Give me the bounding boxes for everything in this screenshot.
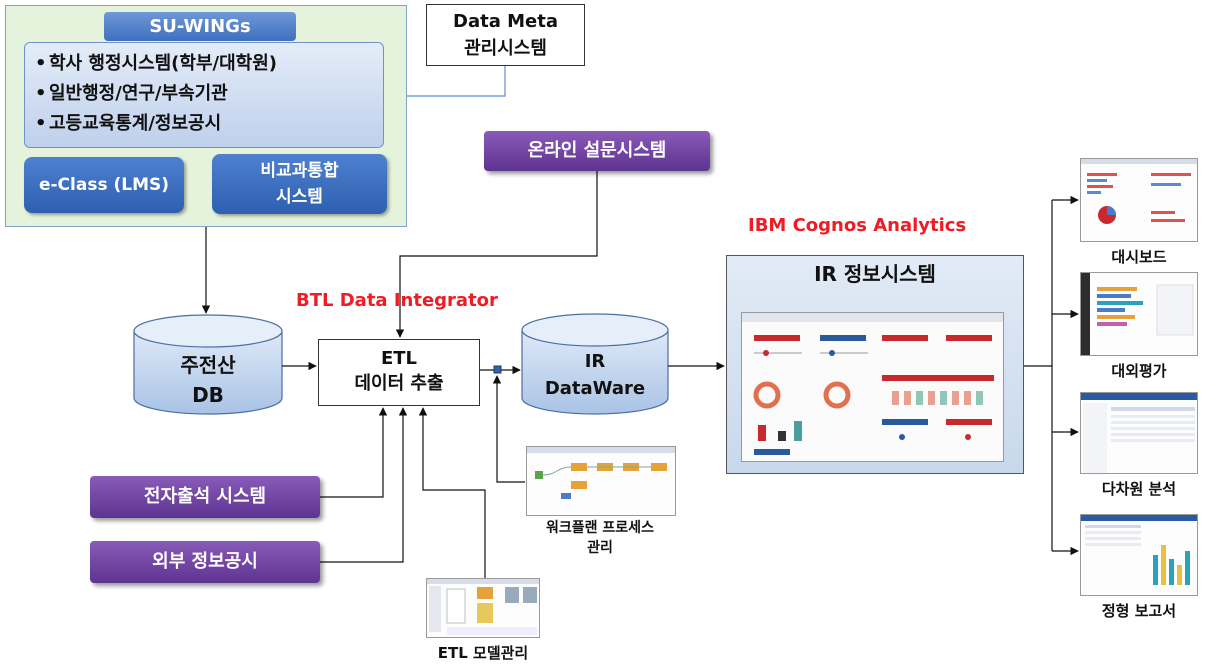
etl-box[interactable]: ETL 데이터 추출 (318, 339, 480, 406)
extinfo-to-etl-arrow (320, 407, 408, 563)
report-output-art (1081, 515, 1197, 585)
ir-dataware-label: IR DataWare (522, 348, 668, 402)
btl-label: BTL Data Integrator (296, 290, 498, 311)
workflow-thumbnail-art (527, 447, 675, 499)
electronic-attendance-button[interactable]: 전자출석 시스템 (90, 476, 320, 518)
survey-to-etl-arrow (395, 171, 598, 338)
list-item: •일반행정/연구/부속기관 (35, 83, 228, 104)
multidim-output-art (1081, 393, 1197, 473)
dw-line1: IR (584, 351, 606, 372)
etl-model-caption: ETL 모델관리 (437, 644, 529, 662)
db-cylinder (133, 314, 283, 415)
db-line1: 주전산 (180, 353, 236, 377)
dashboard-screenshot (741, 312, 1004, 462)
dashboard-output-art (1081, 159, 1197, 224)
connector-node (493, 365, 502, 374)
online-survey-button[interactable]: 온라인 설문시스템 (484, 131, 710, 171)
eclass-button[interactable]: e-Class (LMS) (24, 157, 184, 213)
workflow-to-node-arrow (492, 375, 525, 483)
ir-dataware-cylinder (521, 313, 669, 415)
list-item: •고등교육통계/정보공시 (35, 113, 222, 134)
meta-link-line (384, 66, 506, 97)
etl-model-screenshot (426, 578, 540, 638)
suwings-system-list: •학사 행정시스템(학부/대학원) •일반행정/연구/부속기관 •고등교육통계/… (24, 42, 384, 148)
ir-system-title: IR 정보시스템 (814, 262, 936, 286)
external-disclosure-button[interactable]: 외부 정보공시 (90, 541, 320, 583)
dashboard-output-thumbnail (1080, 158, 1198, 242)
suwings-title: SU-WINGs (104, 12, 296, 41)
meta-line1: Data Meta (453, 11, 558, 32)
data-meta-box[interactable]: Data Meta 관리시스템 (426, 4, 585, 66)
bigyo-label-line1: 비교과통합 (260, 161, 339, 181)
external-eval-output-art (1081, 273, 1194, 355)
db-line2: DB (192, 383, 224, 407)
workflow-screenshot (526, 446, 676, 516)
output-multidim-label: 다차원 분석 (1101, 480, 1177, 498)
external-eval-output-thumbnail (1080, 272, 1198, 356)
attend-to-etl-arrow (320, 407, 388, 498)
extracurricular-system-button[interactable]: 비교과통합 시스템 (212, 154, 387, 214)
dw-line2: DataWare (544, 378, 646, 399)
bigyo-label-line2: 시스템 (276, 187, 323, 207)
multidim-output-thumbnail (1080, 392, 1198, 474)
output-report-label: 정형 보고서 (1101, 602, 1177, 620)
etl-model-thumbnail-art (427, 579, 539, 635)
workflow-caption: 워크플랜 프로세스 관리 (500, 518, 700, 558)
ibm-cognos-label: IBM Cognos Analytics (748, 215, 967, 236)
report-output-thumbnail (1080, 514, 1198, 596)
db-label: 주전산 DB (134, 350, 282, 410)
workflow-line1: 워크플랜 프로세스 (546, 520, 654, 536)
meta-line2: 관리시스템 (464, 38, 547, 59)
etl-line1: ETL (380, 348, 418, 369)
list-item: •학사 행정시스템(학부/대학원) (35, 53, 278, 74)
workflow-line2: 관리 (587, 540, 613, 556)
etlmodel-to-etl-arrow (418, 407, 486, 578)
dashboard-thumbnail-art (742, 313, 1003, 455)
output-external-eval-label: 대외평가 (1111, 362, 1167, 380)
etl-line2: 데이터 추출 (354, 373, 444, 394)
output-dashboard-label: 대시보드 (1111, 248, 1167, 266)
